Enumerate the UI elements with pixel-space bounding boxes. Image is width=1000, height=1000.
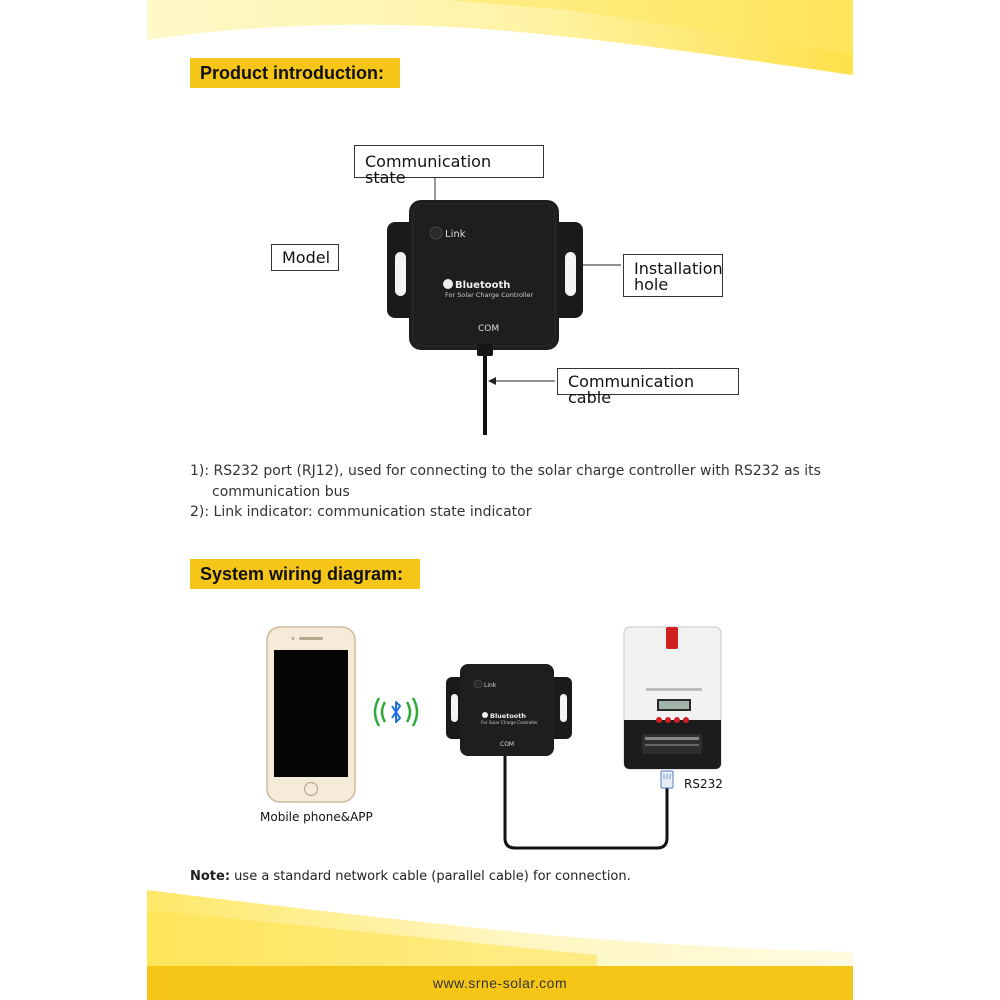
link-indicator-led [429,226,443,240]
solar-charge-controller [623,626,722,770]
bluetooth-signal-icon [373,697,419,727]
bluetooth-logo-icon [443,279,453,289]
description-line-1: 1): RS232 port (RJ12), used for connecti… [190,463,821,479]
note-text: use a standard network cable (parallel c… [230,869,631,884]
link-label: Link [445,229,466,240]
description-line-1-continued: communication bus [212,484,350,500]
device-body [409,200,559,350]
small-device-subtitle: For Solar Charge Controller [481,720,538,725]
callout-model: Model [271,244,339,271]
product-introduction-heading: Product introduction: [190,58,400,88]
product-page: Product introduction: Communication stat… [147,0,853,1000]
system-wiring-diagram-heading: System wiring diagram: [190,559,420,589]
small-link-label: Link [484,682,497,689]
mobile-phone-label: Mobile phone&APP [260,810,373,824]
callout-installation-hole-line2: hole [634,275,669,294]
website-link[interactable]: www.srne-solar.com [432,975,568,991]
arrow-communication-cable [488,377,555,385]
small-device-brand: Bluetooth [490,712,526,720]
bluetooth-module-large: Link Bluetooth For Solar Charge Controll… [387,200,621,435]
mobile-phone-icon [266,626,356,803]
callout-communication-state: Communication state [354,145,544,186]
wiring-diagram: Link Bluetooth For Solar Charge Controll… [266,626,722,850]
top-wave-decoration [147,0,853,75]
note-label: Note: [190,869,231,884]
connection-note: Note: use a standard network cable (para… [190,869,631,884]
install-hole-left [395,252,406,296]
footer-bar: www.srne-solar.com [147,966,853,1000]
callout-communication-cable: Communication cable [557,368,739,406]
cable-connector [477,344,493,356]
bottom-wave-decoration [147,890,853,970]
rj12-connector-icon [660,770,674,789]
install-hole-right [565,252,576,296]
rs232-port-label: RS232 [684,777,723,791]
com-port-label: COM [478,324,499,334]
callout-installation-hole-line1: Installation [634,259,723,278]
description-line-2: 2): Link indicator: communication state … [190,504,532,520]
small-com-label: COM [500,741,514,748]
network-cable [503,756,669,850]
bluetooth-module-small: Link Bluetooth For Solar Charge Controll… [446,664,572,756]
device-brand: Bluetooth [455,280,510,291]
device-subtitle: For Solar Charge Controller [445,291,534,299]
callout-installation-hole: Installation hole [623,254,723,297]
